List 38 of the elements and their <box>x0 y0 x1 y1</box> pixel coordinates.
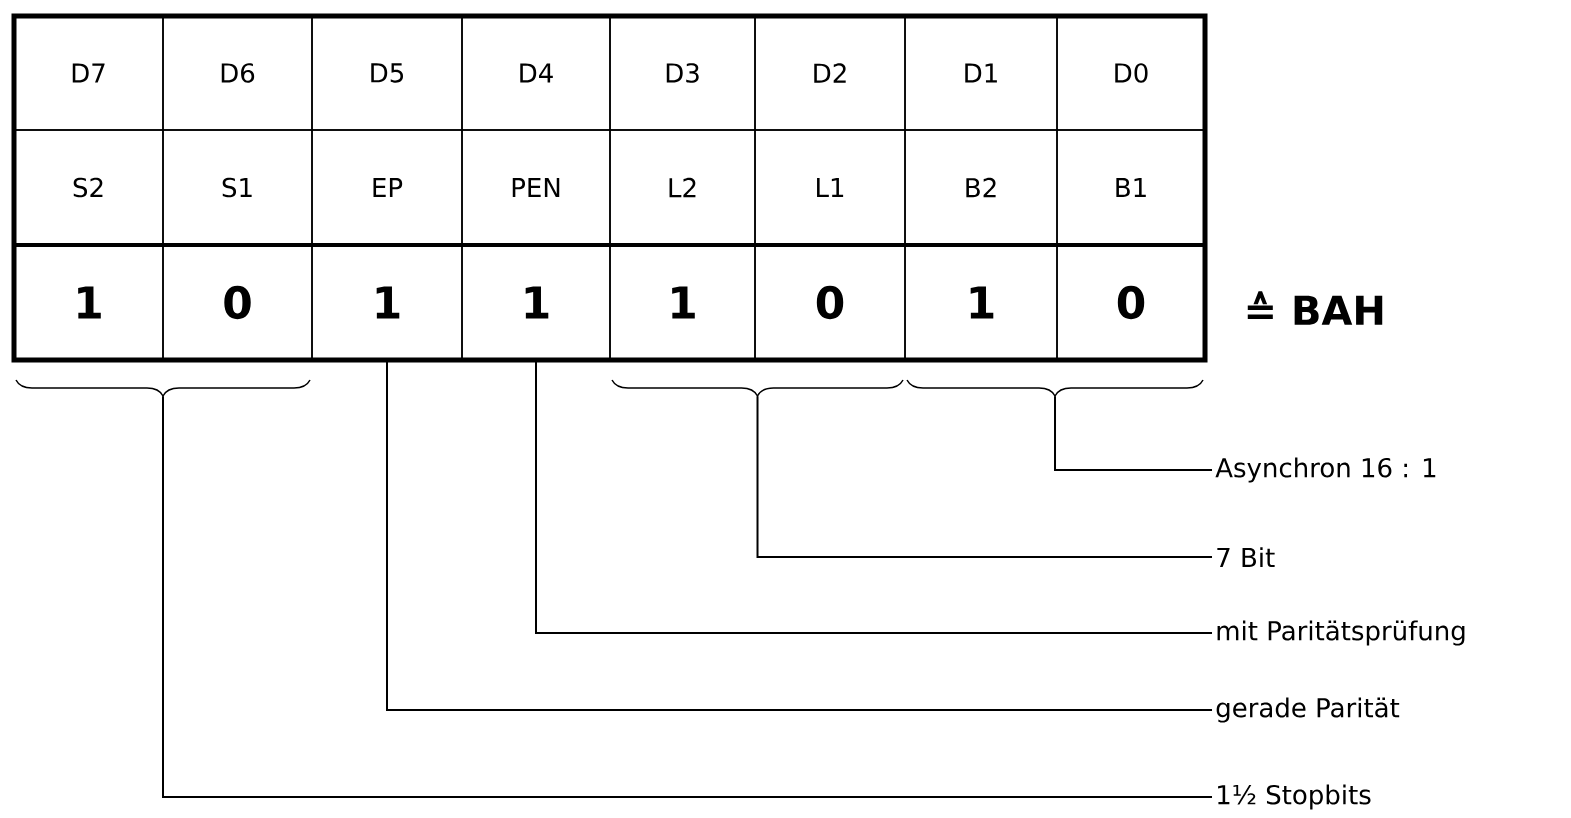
leader-line <box>535 359 1213 634</box>
node-label: D7 <box>72 63 105 83</box>
table-cell: D5 <box>311 15 463 131</box>
value-cell: 1 <box>609 244 756 361</box>
leader-line <box>756 395 1213 558</box>
table-cell: S1 <box>162 129 313 246</box>
table-cell: L2 <box>609 129 756 246</box>
table-cell: EP <box>311 129 463 246</box>
table-cell: D4 <box>461 15 611 131</box>
table-cell: D0 <box>1056 15 1206 131</box>
table-cell: L1 <box>754 129 906 246</box>
annotation-text: 1½ Stopbits <box>1218 784 1371 810</box>
annotation-text: 7 Bit <box>1217 547 1275 567</box>
table-cell: S2 <box>13 129 164 246</box>
table-cell: D2 <box>754 15 906 131</box>
value-cell: 0 <box>162 244 313 361</box>
table-cell: D3 <box>609 15 756 131</box>
table-cell: D6 <box>162 15 313 131</box>
value-cell: 0 <box>1056 244 1206 361</box>
leader-line <box>162 395 1213 798</box>
table-cell: B2 <box>904 129 1058 246</box>
value-label: ≙ BAH <box>1247 291 1383 325</box>
leader-line <box>386 359 1213 711</box>
table-cell: PEN <box>461 129 611 246</box>
value-cell: 1 <box>904 244 1058 361</box>
value-cell: 0 <box>754 244 906 361</box>
brace <box>906 379 1204 397</box>
leader-line <box>1054 395 1213 471</box>
table-cell: D1 <box>904 15 1058 131</box>
value-cell: 1 <box>461 244 611 361</box>
annotation-text: Asynchron 16 : 1 <box>1215 457 1436 483</box>
brace <box>15 379 311 397</box>
annotation-text: gerade Parität <box>1216 697 1400 723</box>
node-label: 1 <box>78 286 101 319</box>
value-cell: 1 <box>311 244 463 361</box>
brace <box>611 379 904 397</box>
table-cell: B1 <box>1056 129 1206 246</box>
annotation-text: mit Paritätsprüfung <box>1217 620 1465 646</box>
